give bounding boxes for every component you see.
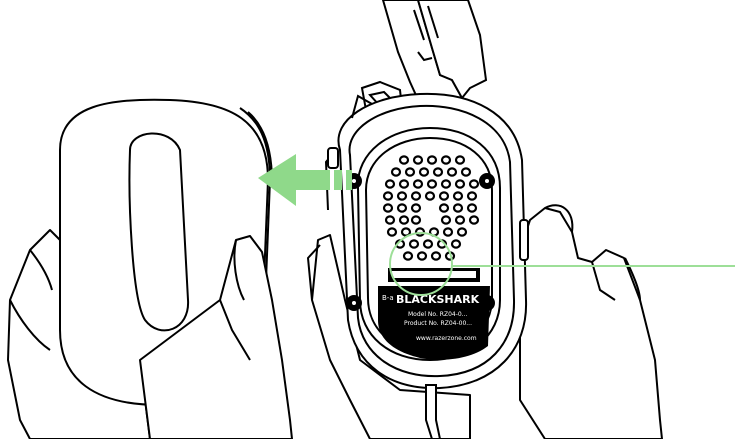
speaker-hole xyxy=(440,204,448,211)
speaker-hole xyxy=(384,204,392,211)
speaker-hole xyxy=(456,156,464,163)
speaker-hole xyxy=(420,168,428,175)
speaker-hole xyxy=(462,168,470,175)
speaker-hole xyxy=(400,156,408,163)
label-line-2: Model No. RZ04-0... xyxy=(408,311,468,318)
label-brand: BLACKSHARK xyxy=(396,293,480,306)
label-line-3: Product No. RZ04-00... xyxy=(404,320,472,327)
speaker-hole xyxy=(404,252,412,259)
speaker-hole xyxy=(386,180,394,187)
speaker-hole xyxy=(452,240,460,247)
speaker-hole xyxy=(400,216,408,223)
speaker-hole xyxy=(398,192,406,199)
speaker-hole xyxy=(424,240,432,247)
speaker-hole xyxy=(426,192,434,199)
label-line-1: B-a xyxy=(382,294,394,302)
speaker-hole xyxy=(398,204,406,211)
speaker-hole xyxy=(448,168,456,175)
speaker-hole xyxy=(410,240,418,247)
speaker-hole xyxy=(416,228,424,235)
speaker-hole xyxy=(434,168,442,175)
speaker-hole xyxy=(406,168,414,175)
speaker-hole xyxy=(388,228,396,235)
speaker-hole xyxy=(418,252,426,259)
speaker-hole xyxy=(456,216,464,223)
speaker-hole xyxy=(412,204,420,211)
speaker-hole xyxy=(414,156,422,163)
label-line-4: www.razerzone.com xyxy=(416,335,477,342)
speaker-hole xyxy=(454,204,462,211)
speaker-hole xyxy=(456,180,464,187)
speaker-hole xyxy=(454,192,462,199)
speaker-hole xyxy=(428,156,436,163)
speaker-hole xyxy=(440,192,448,199)
speaker-hole xyxy=(442,156,450,163)
speaker-hole xyxy=(412,216,420,223)
speaker-hole xyxy=(444,228,452,235)
speaker-hole xyxy=(386,216,394,223)
speaker-hole xyxy=(442,216,450,223)
speaker-hole xyxy=(468,192,476,199)
speaker-hole xyxy=(442,180,450,187)
speaker-hole xyxy=(392,168,400,175)
speaker-hole xyxy=(384,192,392,199)
speaker-hole xyxy=(432,252,440,259)
speaker-hole xyxy=(470,180,478,187)
speaker-hole xyxy=(468,204,476,211)
speaker-hole xyxy=(400,180,408,187)
speaker-hole xyxy=(428,180,436,187)
speaker-hole xyxy=(470,216,478,223)
speaker-hole xyxy=(414,180,422,187)
speaker-hole xyxy=(458,228,466,235)
right-hand xyxy=(520,205,662,439)
speaker-hole xyxy=(412,192,420,199)
